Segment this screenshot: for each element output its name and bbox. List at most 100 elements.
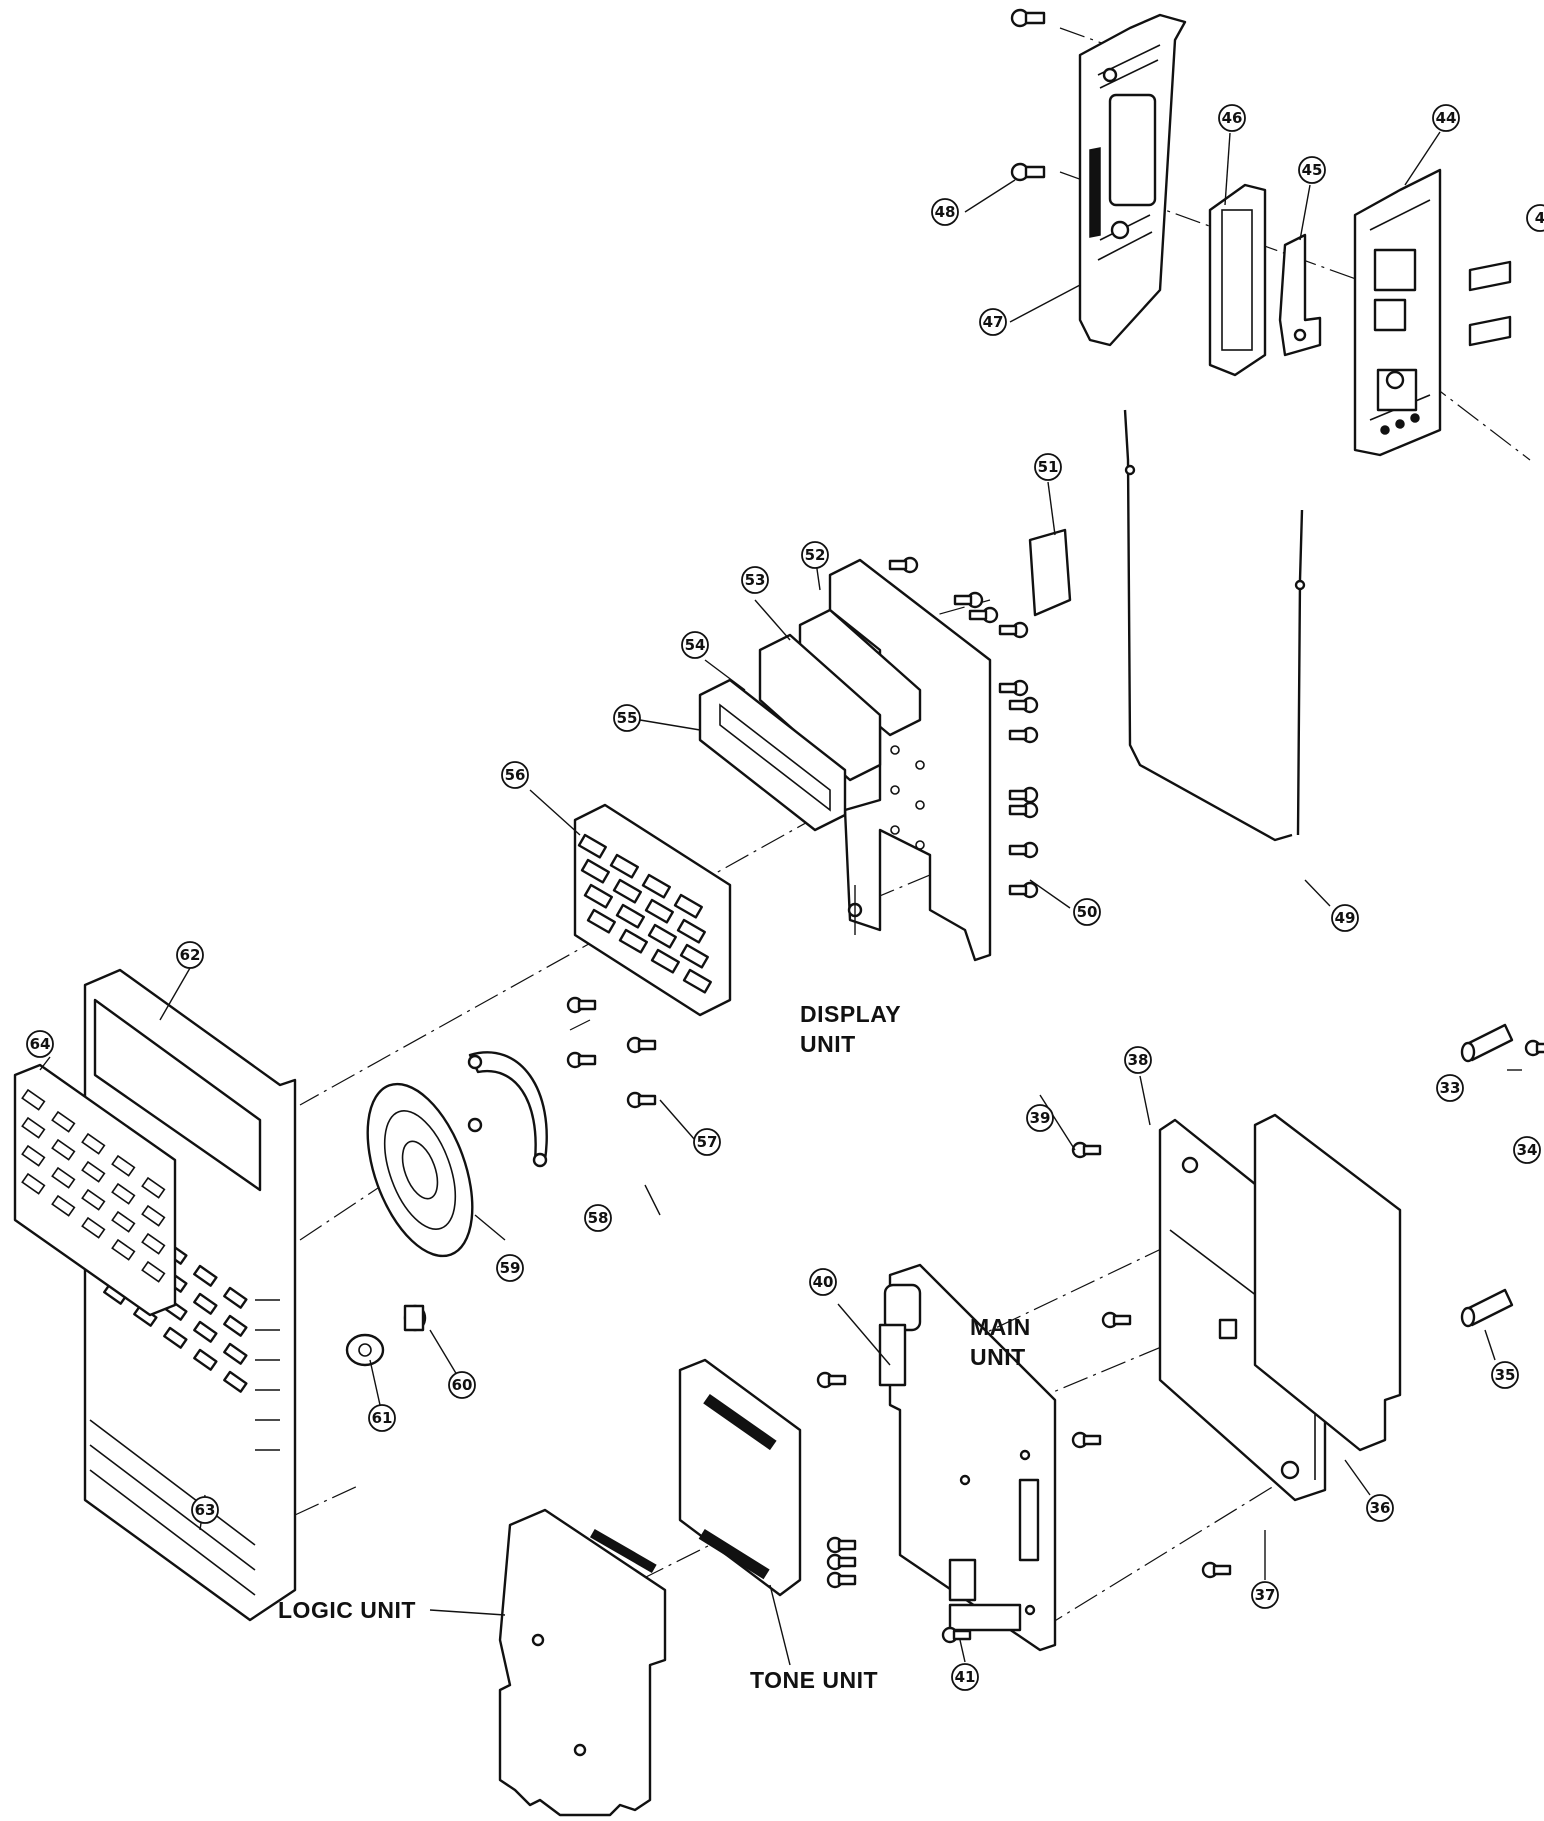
svg-text:37: 37 <box>1255 1586 1276 1604</box>
keypad-key <box>583 883 613 909</box>
screw-icon <box>566 996 597 1014</box>
keypad-key <box>618 928 648 954</box>
front-key <box>193 1292 218 1315</box>
keypad-key <box>676 918 706 944</box>
screw-shank <box>837 1556 857 1568</box>
overlay-key <box>111 1182 136 1205</box>
svg-text:48: 48 <box>935 203 956 221</box>
screw-icon <box>1101 1311 1132 1329</box>
bracket-45 <box>1278 233 1322 357</box>
keypad-key <box>644 898 674 924</box>
screw-shank <box>998 682 1018 694</box>
callout-57: 57 <box>693 1128 721 1156</box>
screw-shank <box>837 1574 857 1586</box>
callout-61: 61 <box>368 1404 396 1432</box>
svg-text:36: 36 <box>1370 1499 1391 1517</box>
overlay-key <box>21 1144 46 1167</box>
plate-46 <box>1208 183 1267 377</box>
callout-62: 62 <box>176 941 204 969</box>
overlay-key <box>81 1188 106 1211</box>
callout-58: 58 <box>584 1204 612 1232</box>
logic-unit-label: LOGIC UNIT <box>278 1597 416 1623</box>
keypad-key <box>612 878 642 904</box>
screw-shank <box>1535 1042 1544 1054</box>
screw-shank <box>1008 804 1028 816</box>
keypad-key <box>577 833 607 859</box>
svg-text:58: 58 <box>588 1209 609 1227</box>
screw-icon <box>1201 1561 1232 1579</box>
callout-55: 55 <box>613 704 641 732</box>
keypad-key <box>647 923 677 949</box>
screw-icon <box>1008 726 1039 744</box>
screw-icon <box>626 1036 657 1054</box>
svg-text:34: 34 <box>1517 1141 1538 1159</box>
screw-icon <box>1008 696 1039 714</box>
svg-text:63: 63 <box>195 1501 216 1519</box>
svg-text:55: 55 <box>617 709 638 727</box>
screws-display <box>888 556 1039 899</box>
screw-icon <box>1524 1039 1544 1057</box>
front-key <box>223 1314 248 1337</box>
callout-52: 52 <box>801 541 829 569</box>
svg-text:62: 62 <box>180 946 201 964</box>
screw-icon <box>1008 841 1039 859</box>
screw-icon <box>953 591 984 609</box>
switch-61 <box>345 1333 385 1367</box>
keypad-56 <box>573 803 732 1017</box>
callout-48: 48 <box>931 198 959 226</box>
svg-text:52: 52 <box>805 546 826 564</box>
callout-59: 59 <box>496 1254 524 1282</box>
screw-icon <box>626 1091 657 1109</box>
standoff-35 <box>1460 1288 1514 1328</box>
screw-shank <box>1082 1434 1102 1446</box>
screw-icon <box>1008 786 1039 804</box>
main-unit-board <box>878 1263 1057 1652</box>
svg-text:59: 59 <box>500 1259 521 1277</box>
overlay-key <box>111 1154 136 1177</box>
svg-text:64: 64 <box>30 1035 51 1053</box>
callout-36: 36 <box>1366 1494 1394 1522</box>
screw-icon <box>998 621 1029 639</box>
svg-text:40: 40 <box>813 1273 834 1291</box>
callout-40: 40 <box>809 1268 837 1296</box>
overlay-key <box>51 1138 76 1161</box>
callout-46: 46 <box>1218 104 1246 132</box>
keypad-key <box>641 873 671 899</box>
screw-icon <box>941 1626 972 1644</box>
screw-shank <box>1008 699 1028 711</box>
overlay-key <box>111 1238 136 1261</box>
svg-text:4: 4 <box>1535 209 1544 227</box>
screw-icon <box>1071 1431 1102 1449</box>
front-key <box>223 1370 248 1393</box>
display-unit-label-line2: UNIT <box>800 1031 856 1057</box>
callout-64: 64 <box>26 1030 54 1058</box>
callout-4x: 4 <box>1526 204 1544 232</box>
misc-screws <box>566 996 1544 1644</box>
overlay-key <box>51 1110 76 1133</box>
callout-56: 56 <box>501 761 529 789</box>
screw-shank <box>637 1094 657 1106</box>
overlay-key <box>81 1160 106 1183</box>
screw-icon <box>1010 8 1046 28</box>
callout-50: 50 <box>1073 898 1101 926</box>
overlay-key <box>141 1260 166 1283</box>
tone-unit-board <box>678 1358 802 1597</box>
keypad-keys <box>577 833 712 994</box>
shield-36 <box>1253 1113 1402 1452</box>
callout-51: 51 <box>1034 453 1062 481</box>
front-panel <box>83 968 297 1622</box>
callout-39: 39 <box>1026 1104 1054 1132</box>
screw-icon <box>566 1051 597 1069</box>
screw-icon <box>968 606 999 624</box>
screw-shank <box>637 1039 657 1051</box>
keypad-key <box>650 948 680 974</box>
svg-text:49: 49 <box>1335 909 1356 927</box>
screw-icon <box>1008 881 1039 899</box>
screw-shank <box>952 1629 972 1641</box>
screw-shank <box>837 1539 857 1551</box>
overlay-64 <box>13 1063 177 1317</box>
svg-text:35: 35 <box>1495 1366 1516 1384</box>
keypad-key <box>679 943 709 969</box>
screw-shank <box>577 999 597 1011</box>
svg-text:60: 60 <box>452 1376 473 1394</box>
